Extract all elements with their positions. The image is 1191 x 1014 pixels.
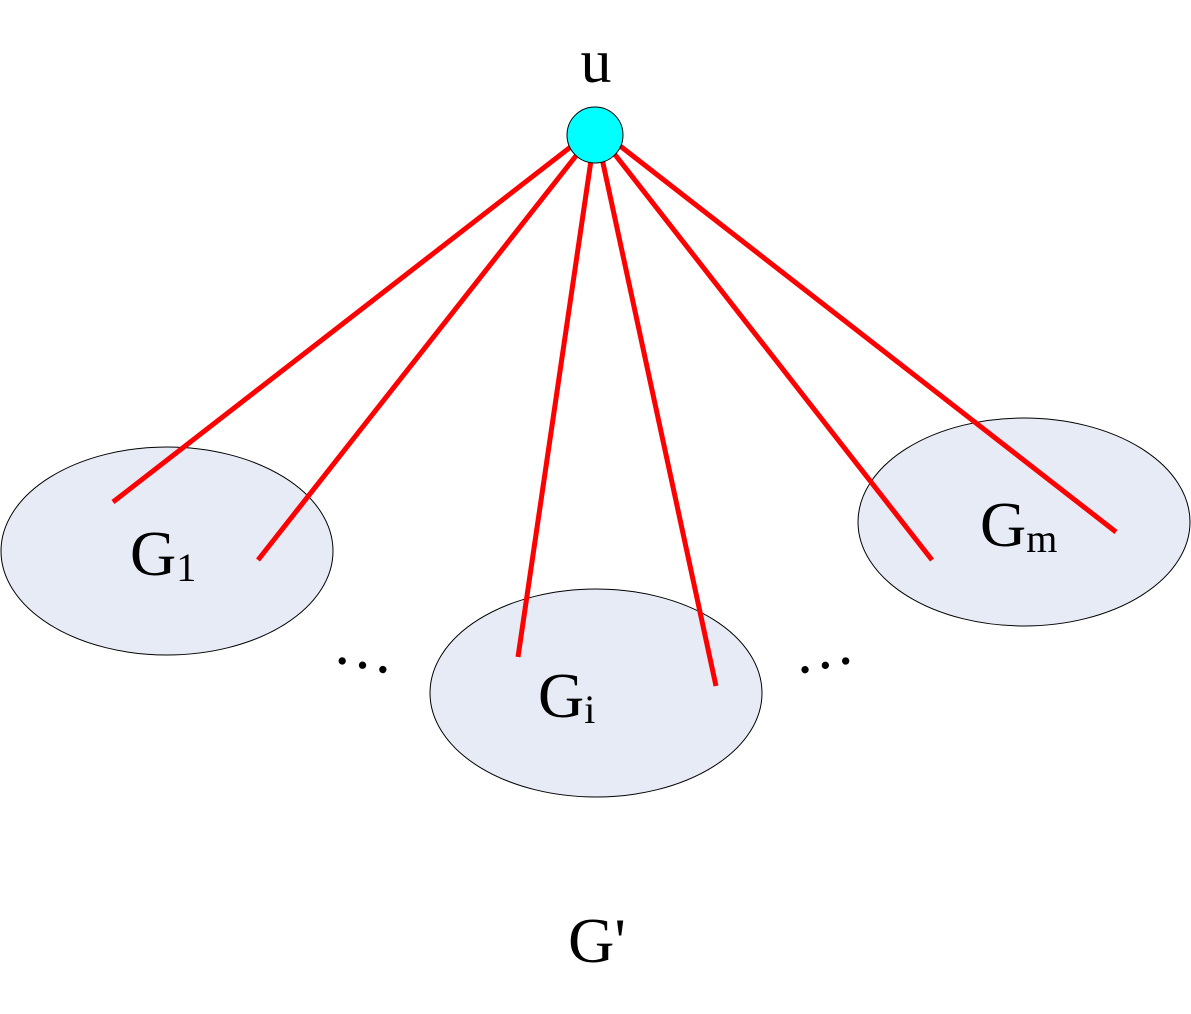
edge-u-gi-a (515, 139, 597, 658)
vertex-u (566, 106, 624, 164)
subgraph-gm-label: Gm (980, 489, 1057, 561)
edge-u-g1-a (111, 133, 588, 504)
subgraph-gm-label-sub: m (1026, 516, 1057, 561)
subgraph-gm-ellipse (857, 417, 1191, 627)
edge-u-g1-b (256, 136, 592, 562)
edge-u-gi-b (595, 139, 719, 687)
edge-u-gm-b (604, 133, 1118, 534)
subgraph-gi-label: Gi (538, 660, 595, 732)
subgraph-gi-ellipse (429, 588, 763, 798)
ellipsis-right: … (784, 609, 859, 688)
graph-label: G' (568, 905, 626, 976)
ellipsis-left: … (329, 609, 404, 688)
edge-u-gm-a (600, 136, 934, 562)
subgraph-g1-label-sub: 1 (176, 545, 196, 590)
subgraph-gi-label-sub: i (584, 687, 595, 732)
vertex-u-label: u (581, 28, 612, 96)
subgraph-gi-label-base: G (538, 660, 584, 731)
subgraph-gm-label-base: G (980, 489, 1026, 560)
subgraph-g1-label-base: G (130, 518, 176, 589)
subgraph-g1-ellipse (0, 446, 334, 656)
subgraph-g1-label: G1 (130, 518, 196, 590)
edges (111, 133, 1118, 687)
